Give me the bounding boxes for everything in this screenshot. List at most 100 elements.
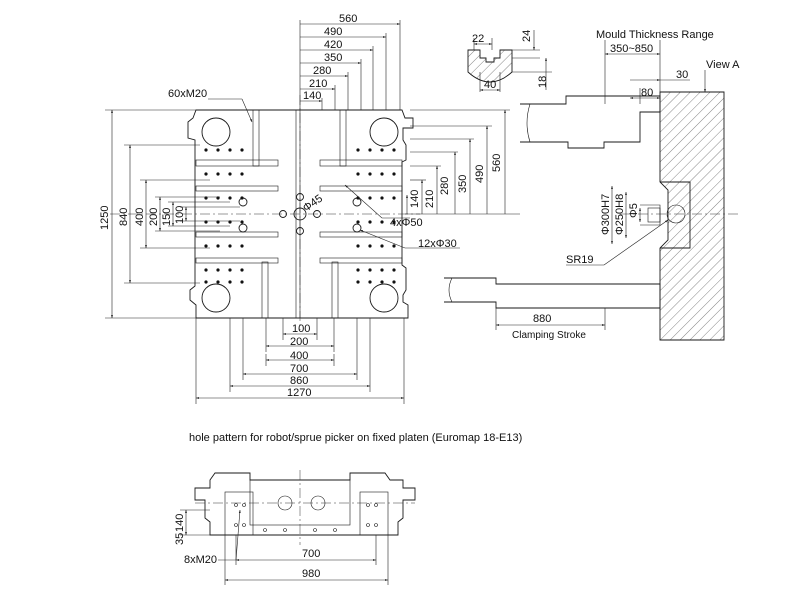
- tapped-hole-dot: [392, 172, 396, 176]
- tapped-hole-dot: [216, 148, 220, 152]
- mould-thickness-label: Mould Thickness Range: [596, 29, 714, 41]
- mould-thickness-value: 350~850: [610, 43, 653, 55]
- tapped-hole-dot: [228, 280, 232, 284]
- tapped-hole-dot: [216, 244, 220, 248]
- dim-560-h: 560: [339, 13, 357, 25]
- tapped-hole-dot: [392, 148, 396, 152]
- tapped-hole-dot: [228, 148, 232, 152]
- sphere-radius-label: SR19: [566, 254, 594, 266]
- slot-dim-22: 22: [472, 33, 484, 45]
- tapped-hole-dot: [392, 220, 396, 224]
- holes-30-label: 12xΦ30: [418, 238, 457, 250]
- dim-200: 200: [148, 208, 160, 226]
- dim-210-h: 210: [309, 78, 327, 90]
- tie-bar-hole-top-right: [369, 117, 399, 147]
- tapped-hole-dot: [368, 220, 372, 224]
- tapped-hole-dot: [204, 172, 208, 176]
- front-bottom-dimensions: 100 200 400 700 860 1270: [195, 318, 405, 404]
- dim-490-h: 490: [324, 26, 342, 38]
- dim-1270-b: 1270: [287, 387, 311, 399]
- dim-80: 80: [641, 87, 653, 99]
- slot-dim-24: 24: [521, 30, 533, 42]
- tapped-hole-dot: [240, 196, 244, 200]
- tapped-hole-dot: [380, 148, 384, 152]
- tapped-hole-dot: [356, 172, 360, 176]
- tapped-hole-dot: [228, 196, 232, 200]
- dim-210-v: 210: [424, 190, 436, 208]
- tapped-hole-dot: [204, 148, 208, 152]
- robot-dim-140: 140: [174, 514, 186, 532]
- stroke-label: Clamping Stroke: [512, 330, 586, 341]
- robot-pattern-caption: hole pattern for robot/sprue picker on f…: [189, 432, 523, 444]
- robot-dim-35: 35: [174, 533, 186, 545]
- tapped-hole-dot: [368, 244, 372, 248]
- tapped-hole-dot: [380, 220, 384, 224]
- dim-700-b: 700: [290, 363, 308, 375]
- dim-400: 400: [134, 208, 146, 226]
- dim-200-b: 200: [290, 336, 308, 348]
- dim-100: 100: [174, 206, 186, 224]
- tapped-hole-dot: [228, 172, 232, 176]
- robot-dim-700: 700: [302, 548, 320, 560]
- side-view: Mould Thickness Range 350~850 View A 30 …: [444, 29, 740, 341]
- tapped-hole-dot: [240, 148, 244, 152]
- tapped-hole-dot: [356, 220, 360, 224]
- dim-350-h: 350: [324, 52, 342, 64]
- tapped-hole-dot: [240, 172, 244, 176]
- dim-280-h: 280: [313, 65, 331, 77]
- tapped-hole-dot: [392, 244, 396, 248]
- tapped-hole-dot: [356, 268, 360, 272]
- dim-100-b: 100: [292, 323, 310, 335]
- dim-150: 150: [161, 208, 173, 226]
- tapped-hole-dot: [216, 280, 220, 284]
- center-hole-label: Φ45: [301, 193, 325, 215]
- dim-420-h: 420: [324, 39, 342, 51]
- center-hole: [293, 207, 307, 221]
- robot-hole-pattern: 140 35 8xM20 700 980: [174, 470, 416, 585]
- slot-dim-40: 40: [484, 79, 496, 91]
- holes-50-label: 4xΦ50: [390, 217, 423, 229]
- tapped-hole-dot: [392, 268, 396, 272]
- tapped-hole-dot: [216, 268, 220, 272]
- dim-490-v: 490: [474, 165, 486, 183]
- tapped-hole-dot: [228, 268, 232, 272]
- dim-840: 840: [118, 208, 130, 226]
- robot-dim-980: 980: [302, 568, 320, 580]
- front-top-dimensions: 560 490 420 350 280 210 140: [299, 13, 401, 110]
- dim-350-v: 350: [457, 175, 469, 193]
- tapped-hole-dot: [380, 172, 384, 176]
- dia-250-label: Φ250H8: [614, 194, 626, 235]
- tie-bar-hole-bottom-left: [201, 283, 231, 313]
- tapped-hole-dot: [204, 268, 208, 272]
- tapped-hole-dot: [356, 148, 360, 152]
- tapped-hole-dot: [356, 244, 360, 248]
- tapped-hole-dot: [380, 244, 384, 248]
- robot-tapped-label: 8xM20: [184, 554, 217, 566]
- tapped-hole-dot: [216, 172, 220, 176]
- slot-dim-18: 18: [537, 76, 549, 88]
- tapped-hole-dot: [204, 280, 208, 284]
- dim-140-h: 140: [303, 90, 321, 102]
- dia-300-label: Φ300H7: [600, 194, 612, 235]
- front-right-dimensions: 140 210 280 350 490 560: [405, 109, 520, 215]
- tie-bar-hole-top-left: [201, 117, 231, 147]
- platen-front-view: [110, 95, 420, 330]
- tapped-hole-dot: [240, 280, 244, 284]
- dim-30: 30: [676, 69, 688, 81]
- tapped-hole-dot: [392, 280, 396, 284]
- tapped-hole-dot: [368, 196, 372, 200]
- stroke-value: 880: [533, 313, 551, 325]
- dim-1250: 1250: [99, 206, 111, 230]
- tapped-hole-dot: [368, 148, 372, 152]
- dia-5-label: Φ5: [628, 203, 640, 218]
- tapped-hole-dot: [368, 172, 372, 176]
- tapped-hole-dot: [380, 196, 384, 200]
- tapped-hole-dot: [228, 244, 232, 248]
- tapped-hole-dot: [240, 220, 244, 224]
- dim-140-v: 140: [409, 190, 421, 208]
- tapped-hole-dot: [240, 244, 244, 248]
- tapped-hole-dot: [380, 268, 384, 272]
- tapped-hole-dot: [368, 268, 372, 272]
- t-slot-detail: 22 24 18 40: [467, 30, 552, 92]
